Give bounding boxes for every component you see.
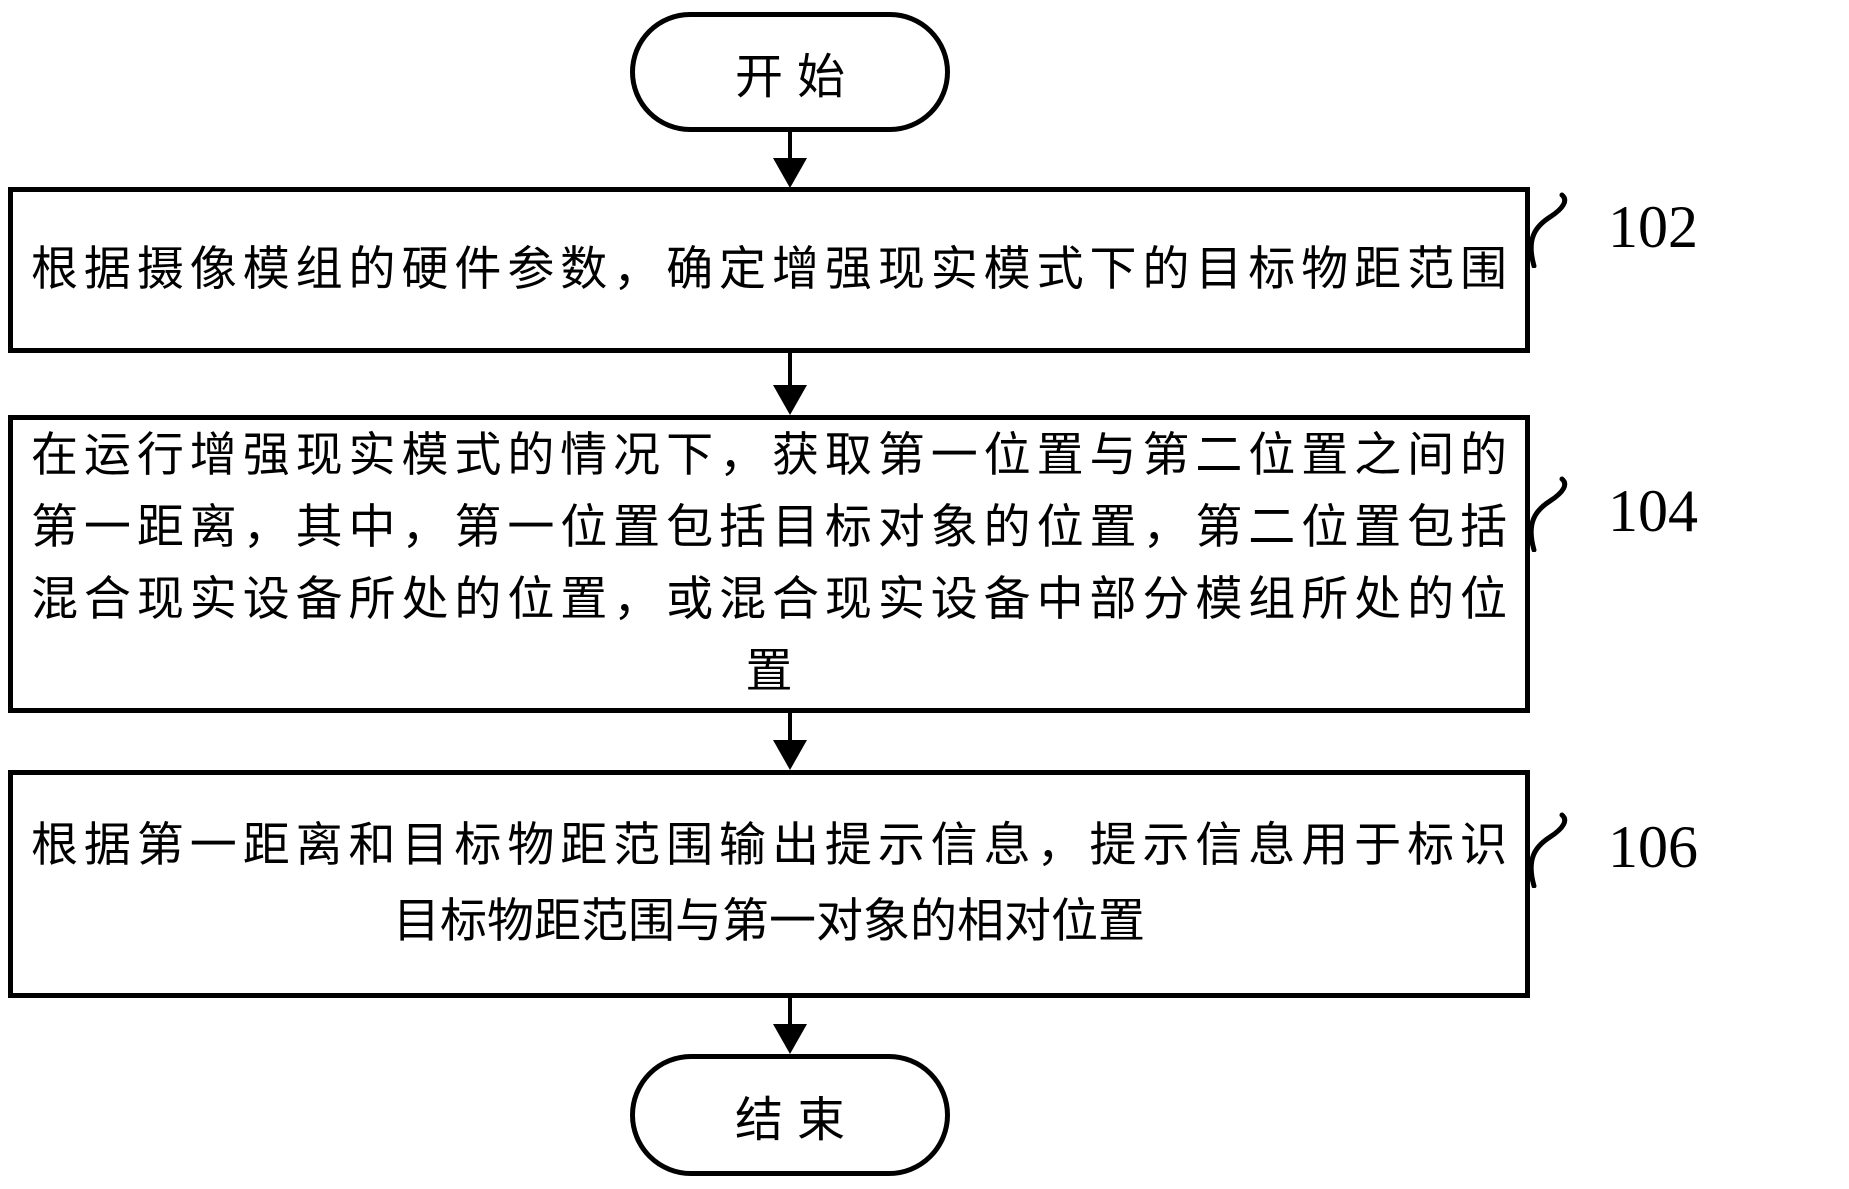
reference-number: 102 [1608, 194, 1698, 260]
end-terminal: 结束 [630, 1054, 950, 1176]
arrow-head-icon [773, 1024, 807, 1054]
arrow-head-icon [773, 740, 807, 770]
process-box-106: 根据第一距离和目标物距范围输出提示信息，提示信息用于标识 目标物距范围与第一对象… [8, 770, 1530, 998]
reference-number: 106 [1608, 814, 1698, 880]
arrow-shaft [788, 713, 792, 740]
flow-arrow-106-to-end [770, 998, 810, 1054]
leader-squiggle-icon [1528, 192, 1568, 268]
process-text-line: 置 [745, 646, 793, 698]
process-text-line: 根据摄像模组的硬件参数，确定增强现实模式下的目标物距范围 [31, 244, 1507, 296]
flow-arrow-102-to-104 [770, 353, 810, 415]
arrow-head-icon [773, 158, 807, 188]
start-terminal: 开始 [630, 12, 950, 132]
reference-104: 104 [1528, 476, 1828, 552]
flow-arrow-104-to-106 [770, 713, 810, 770]
reference-102: 102 [1528, 192, 1828, 268]
leader-squiggle-icon [1528, 476, 1568, 552]
reference-number: 104 [1608, 478, 1698, 544]
process-text-line: 目标物距范围与第一对象的相对位置 [393, 896, 1145, 948]
arrow-shaft [788, 132, 792, 158]
process-box-104: 在运行增强现实模式的情况下，获取第一位置与第二位置之间的 第一距离，其中，第一位… [8, 415, 1530, 713]
arrow-shaft [788, 353, 792, 385]
arrow-head-icon [773, 385, 807, 415]
arrow-shaft [788, 998, 792, 1024]
process-box-102: 根据摄像模组的硬件参数，确定增强现实模式下的目标物距范围 [8, 187, 1530, 353]
flow-arrow-start-to-102 [770, 132, 810, 188]
process-text-line: 第一距离，其中，第一位置包括目标对象的位置，第二位置包括 [31, 502, 1507, 554]
process-text-line: 根据第一距离和目标物距范围输出提示信息，提示信息用于标识 [31, 820, 1507, 872]
leader-squiggle-icon [1528, 812, 1568, 888]
end-terminal-label: 结束 [734, 1094, 859, 1147]
process-text-line: 混合现实设备所处的位置，或混合现实设备中部分模组所处的位 [31, 574, 1507, 626]
start-terminal-label: 开始 [734, 51, 859, 104]
process-text-line: 在运行增强现实模式的情况下，获取第一位置与第二位置之间的 [31, 430, 1507, 482]
reference-106: 106 [1528, 812, 1828, 888]
